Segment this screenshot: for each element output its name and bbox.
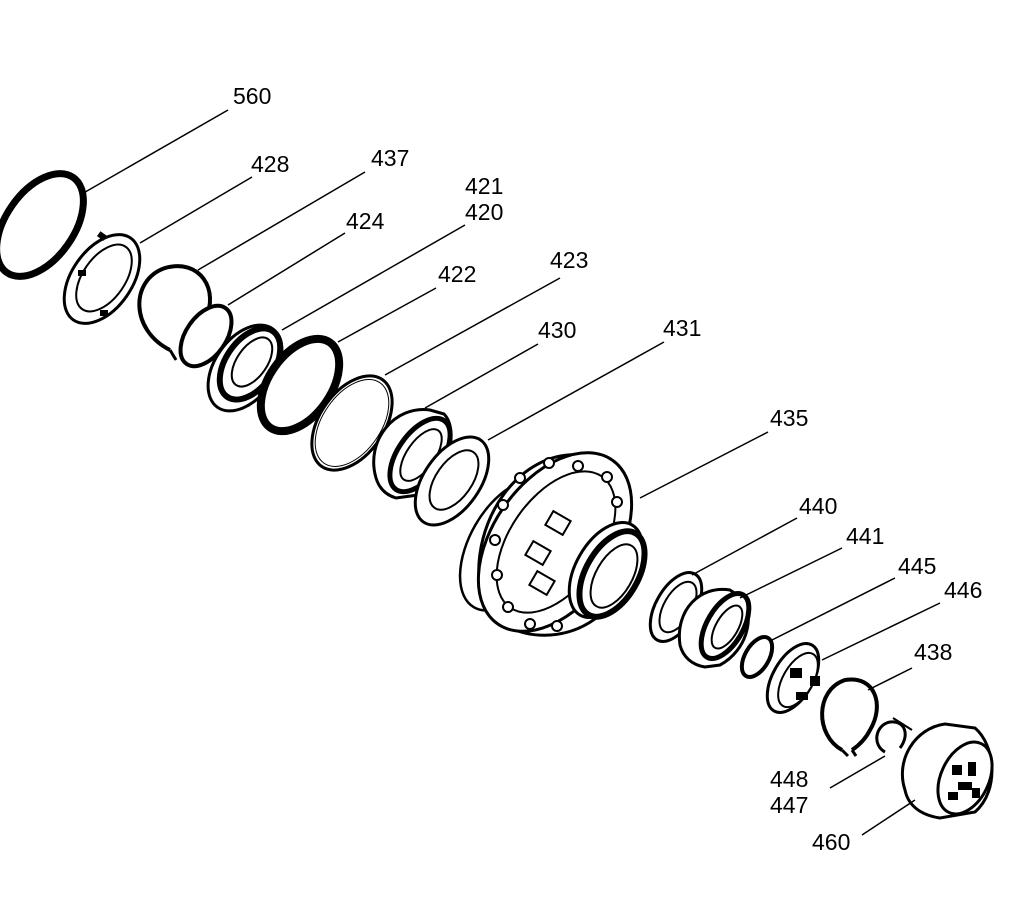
leader-423 [384, 277, 561, 376]
label-421: 421 [465, 173, 503, 199]
label-441: 441 [846, 523, 884, 549]
leader-422 [337, 287, 437, 343]
leader-430 [424, 343, 539, 409]
leader-446 [821, 602, 941, 661]
leader-440 [691, 517, 798, 576]
leader-421-420 [281, 224, 466, 331]
part-460-hub-cap [900, 722, 994, 820]
label-445: 445 [898, 553, 936, 579]
part-labels: 560 428 437 421 420 424 422 423 430 431 … [233, 83, 982, 855]
part-431-washer [413, 435, 491, 527]
label-446: 446 [944, 577, 982, 603]
leader-445 [771, 577, 896, 641]
leader-428 [139, 176, 253, 244]
leader-424 [227, 232, 346, 306]
label-431: 431 [663, 315, 701, 341]
part-445-washer [739, 635, 775, 679]
leader-437 [197, 171, 366, 271]
leader-431 [487, 341, 665, 441]
part-441-bearing-cone [677, 587, 752, 669]
label-435: 435 [770, 405, 808, 431]
leader-560 [79, 109, 229, 196]
label-437: 437 [371, 145, 409, 171]
leader-448-447 [829, 755, 886, 789]
label-440: 440 [799, 493, 837, 519]
leader-460 [861, 799, 916, 836]
part-446-nut [765, 642, 821, 714]
label-420: 420 [465, 199, 503, 225]
label-447: 447 [770, 792, 808, 818]
label-460: 460 [812, 829, 850, 855]
label-560: 560 [233, 83, 271, 109]
part-428-tab-washer [62, 231, 142, 325]
label-422: 422 [438, 261, 476, 287]
label-424: 424 [346, 208, 385, 234]
part-435-hub [458, 451, 648, 637]
part-560-ring [0, 170, 87, 280]
label-448: 448 [770, 766, 808, 792]
leader-441 [739, 547, 843, 599]
label-423: 423 [550, 247, 588, 273]
leader-435 [639, 431, 769, 499]
part-438-snap-ring [820, 677, 879, 758]
label-438: 438 [914, 639, 952, 665]
leader-438 [867, 667, 913, 691]
label-430: 430 [538, 317, 576, 343]
label-428: 428 [251, 151, 289, 177]
leader-lines [79, 109, 941, 836]
part-447-448-clip [875, 717, 913, 754]
